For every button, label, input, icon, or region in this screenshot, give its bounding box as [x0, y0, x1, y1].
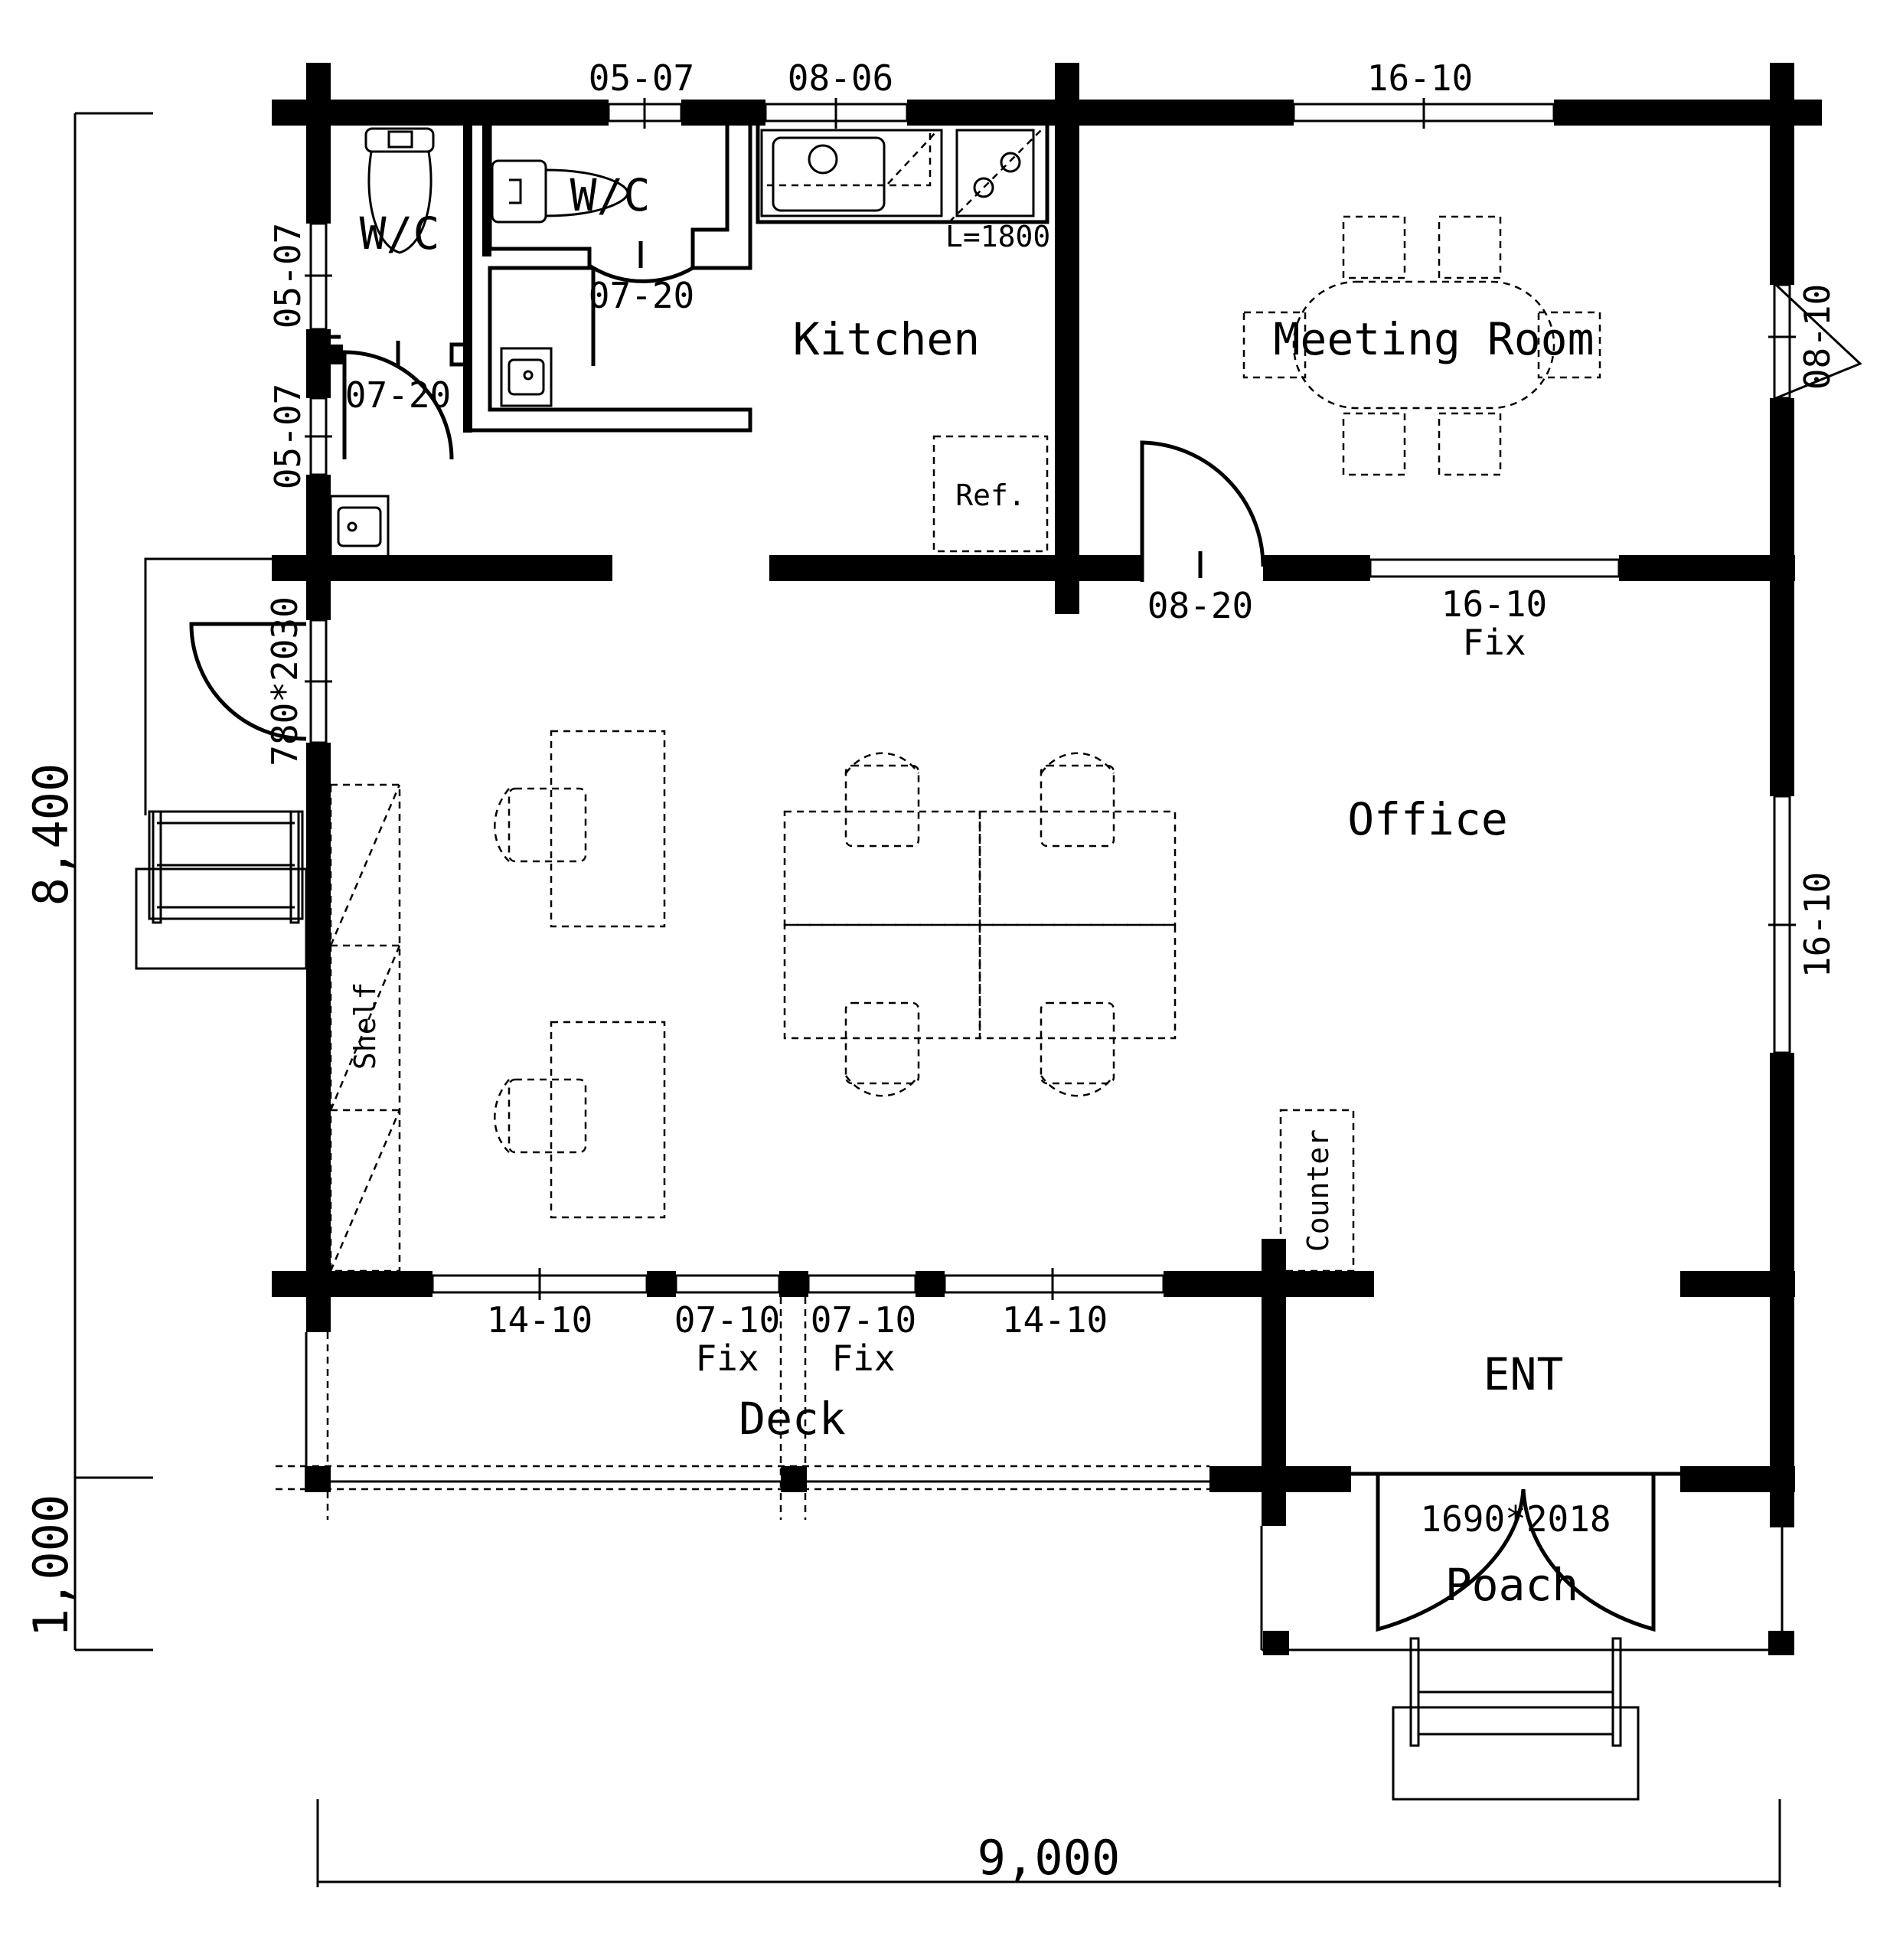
opening-bottom-window-3: 07-10 [811, 1299, 916, 1341]
opening-top-window-2: 08-06 [788, 57, 893, 99]
kitchen-length-label: L=1800 [945, 220, 1050, 253]
kitchen-counter [760, 129, 1042, 223]
office-desk-left-lower [494, 1021, 666, 1219]
exterior-walls [272, 63, 1822, 1527]
opening-entrance-door: 1690*2018 [1420, 1498, 1611, 1540]
opening-bottom-window-4: 14-10 [1002, 1299, 1108, 1341]
door-swing-meeting [1140, 440, 1265, 582]
sink-icon [329, 495, 390, 559]
opening-bottom-window-2-note: Fix [695, 1338, 759, 1379]
toilet-icon [491, 159, 629, 224]
room-label-wc-1: W/C [360, 207, 440, 260]
side-entrance [135, 557, 308, 970]
opening-meeting-door: 08-20 [1147, 585, 1253, 626]
opening-meeting-fix-window: 16-10 [1441, 583, 1547, 625]
shelf [329, 783, 401, 1272]
dimension-lines [73, 112, 1781, 1887]
counter [1279, 1109, 1355, 1272]
office-desk-cluster [783, 752, 1177, 1097]
opening-side-door: 780*2030 [264, 596, 305, 766]
deck [276, 1297, 1209, 1520]
room-label-deck: Deck [739, 1393, 846, 1445]
refrigerator [932, 435, 1049, 553]
opening-top-window-1: 05-07 [589, 57, 694, 99]
room-label-office: Office [1347, 793, 1508, 845]
room-label-kitchen: Kitchen [793, 313, 980, 365]
door-swing-wc-2 [591, 264, 694, 366]
windows [305, 98, 1862, 1300]
shelf-label: Shelf [348, 982, 382, 1070]
room-label-meeting-room: Meeting Room [1273, 313, 1594, 365]
opening-bottom-window-2: 07-10 [674, 1299, 780, 1341]
door-swing-wc-1 [342, 350, 454, 460]
porch [1260, 1472, 1794, 1801]
office-desk-left-upper [494, 730, 666, 928]
room-label-ent: ENT [1484, 1348, 1564, 1400]
opening-bottom-window-1: 14-10 [487, 1299, 592, 1341]
meeting-room-furniture [1242, 215, 1601, 476]
counter-label: Counter [1301, 1129, 1335, 1252]
opening-right-window-meeting: 08-10 [1797, 284, 1838, 390]
ref-label: Ref. [955, 479, 1026, 512]
sink-icon [500, 347, 553, 407]
room-label-wc-2: W/C [570, 169, 651, 221]
opening-meeting-fix-window-note: Fix [1462, 622, 1526, 663]
room-label-poach: Poach [1445, 1559, 1579, 1611]
opening-right-window-office: 16-10 [1797, 872, 1838, 978]
opening-wc-door-1: 07-20 [345, 374, 451, 416]
wc-walls [329, 119, 1049, 433]
dimension-height-porch: 1,000 [23, 1494, 79, 1638]
opening-wc-door-2: 07-20 [589, 275, 694, 316]
opening-left-window-upper: 05-07 [267, 223, 308, 328]
opening-bottom-window-3-note: Fix [831, 1338, 895, 1379]
dimension-width-total: 9,000 [978, 1830, 1121, 1886]
toilet-icon [364, 127, 435, 254]
dimension-height-main: 8,400 [23, 763, 79, 906]
opening-left-window-lower: 05-07 [267, 384, 308, 489]
opening-top-window-3: 16-10 [1367, 57, 1473, 99]
